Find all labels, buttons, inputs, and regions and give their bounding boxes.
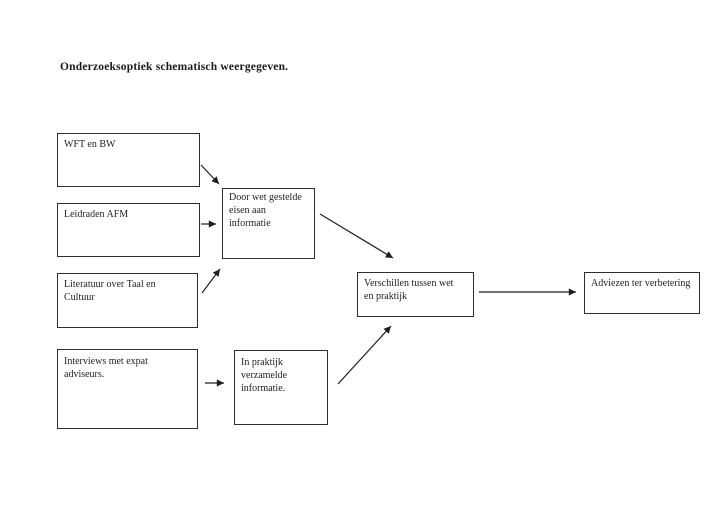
node-literatuur-taal-cultuur: Literatuur over Taal en Cultuur [57,273,198,328]
node-label: WFT en BW [64,139,116,150]
node-wft-en-bw: WFT en BW [57,133,200,187]
arrow-praktijk-to-verschillen [337,325,392,385]
node-label: Verschillen tussen wet en praktijk [364,278,454,302]
node-label: Adviezen ter verbetering [591,278,691,289]
arrow-literatuur-to-wet-eisen [201,268,221,294]
node-adviezen-verbetering: Adviezen ter verbetering [584,272,700,314]
page-title: Onderzoeksoptiek schematisch weergegeven… [60,61,289,73]
node-verschillen-wet-praktijk: Verschillen tussen wet en praktijk [357,272,474,317]
node-wet-gestelde-eisen: Door wet gestelde eisen aan informatie [222,188,315,259]
node-label: Literatuur over Taal en Cultuur [64,279,156,303]
node-label: Leidraden AFM [64,209,129,220]
node-praktijk-informatie: In praktijk verzamelde informatie. [234,350,328,425]
node-interviews-expat: Interviews met expat adviseurs. [57,349,198,429]
node-label: Interviews met expat adviseurs. [64,356,148,380]
node-label: Door wet gestelde eisen aan informatie [229,192,302,229]
arrow-wft-to-wet-eisen [200,164,220,185]
node-leidraden-afm: Leidraden AFM [57,203,200,257]
arrow-wet-eisen-to-verschillen [319,213,394,259]
node-label: In praktijk verzamelde informatie. [241,357,288,394]
